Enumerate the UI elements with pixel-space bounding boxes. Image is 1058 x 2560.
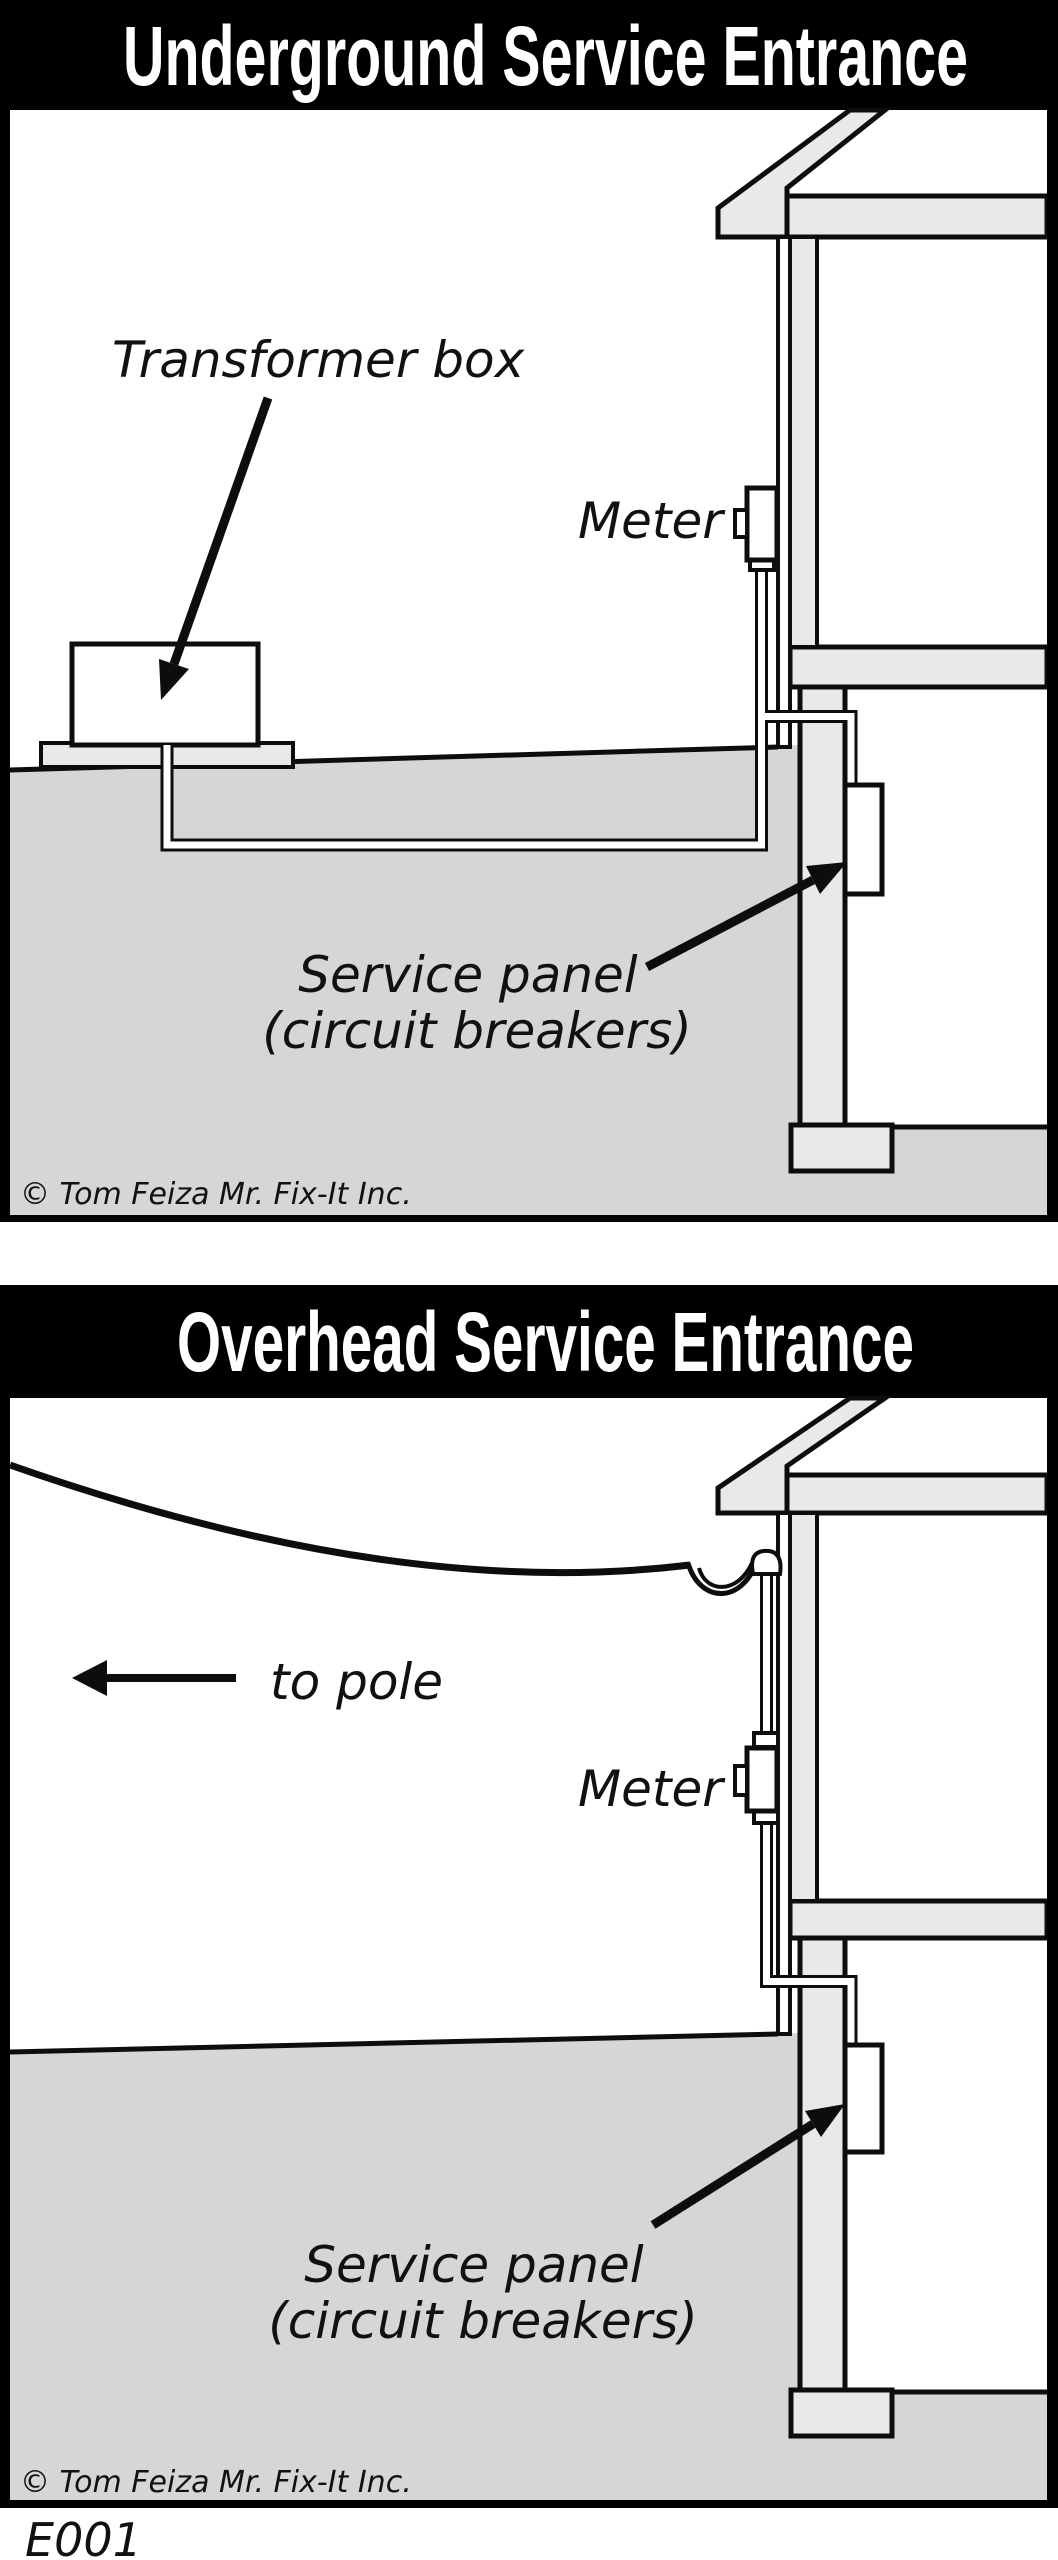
eave-band: [784, 193, 1050, 240]
wall-stud: [788, 235, 819, 649]
underground-conduit: [160, 558, 858, 852]
basement-interior: [845, 687, 1047, 1127]
basement-interior-2: [845, 1938, 1047, 2392]
service-panel-label2-line2: (circuit breakers): [268, 2292, 698, 2350]
meter-2: [733, 1731, 780, 1825]
transformer-label: Transformer box: [112, 331, 525, 389]
panel1-title: Underground Service Entrance: [123, 9, 968, 103]
foundation-wall-2: [797, 1935, 848, 2393]
service-panel-box-2: [842, 2042, 885, 2155]
panel2-border-left: [0, 1398, 10, 2500]
panel-underground: Underground Service Entrance: [0, 0, 1058, 1222]
panel-overhead: Overhead Service Entrance: [0, 1285, 1058, 2508]
eave-band-2: [784, 1472, 1050, 1516]
ground-fill: [10, 745, 1047, 1215]
meter: [733, 485, 780, 572]
service-panel-label-line1: Service panel: [298, 946, 638, 1004]
copyright-panel1: © Tom Feiza Mr. Fix-It Inc.: [20, 1177, 412, 1212]
meter-to-panel-conduit: [760, 1822, 858, 2048]
panel1-border-left: [0, 110, 10, 1222]
footing: [788, 1122, 895, 1174]
roof-2: [715, 1395, 893, 1516]
to-pole-arrow: [72, 1660, 236, 1696]
panel1-border-bottom: [0, 1215, 1058, 1222]
panel2-title: Overhead Service Entrance: [177, 1295, 914, 1389]
copyright-panel2: © Tom Feiza Mr. Fix-It Inc.: [20, 2465, 412, 2500]
wall-stud-2: [788, 1511, 819, 1903]
floor-band-2: [787, 1898, 1050, 1941]
meter-label-2: Meter: [578, 1760, 726, 1818]
panel1-title-bar: [0, 0, 1058, 110]
weatherhead: [750, 1548, 783, 1576]
panel2-border-right: [1047, 1398, 1058, 2500]
ground-surface-line-2: [9, 2031, 779, 2055]
floor-band: [787, 644, 1050, 690]
panel1-border-right: [1047, 110, 1058, 1222]
service-panel-label2-line1: Service panel: [304, 2236, 644, 2294]
foundation-wall: [797, 684, 848, 1128]
to-pole-label: to pole: [270, 1653, 443, 1711]
drip-loop: [685, 1560, 760, 1596]
service-panel-arrow: [644, 862, 847, 971]
service-panel-label-line2: (circuit breakers): [262, 1002, 692, 1060]
service-panel-box: [842, 782, 885, 897]
service-drop-wire: [8, 1461, 691, 1577]
panel2-border-bottom: [0, 2500, 1058, 2508]
figure-code: E001: [25, 2513, 142, 2560]
service-panel-arrow-2: [650, 2104, 845, 2229]
meter-label: Meter: [578, 492, 726, 550]
footing-2: [788, 2387, 895, 2439]
panel2-title-bar: [0, 1285, 1058, 1398]
roof: [715, 107, 893, 240]
ground-fill-2: [10, 2033, 1047, 2500]
transformer-arrow: [159, 396, 273, 700]
